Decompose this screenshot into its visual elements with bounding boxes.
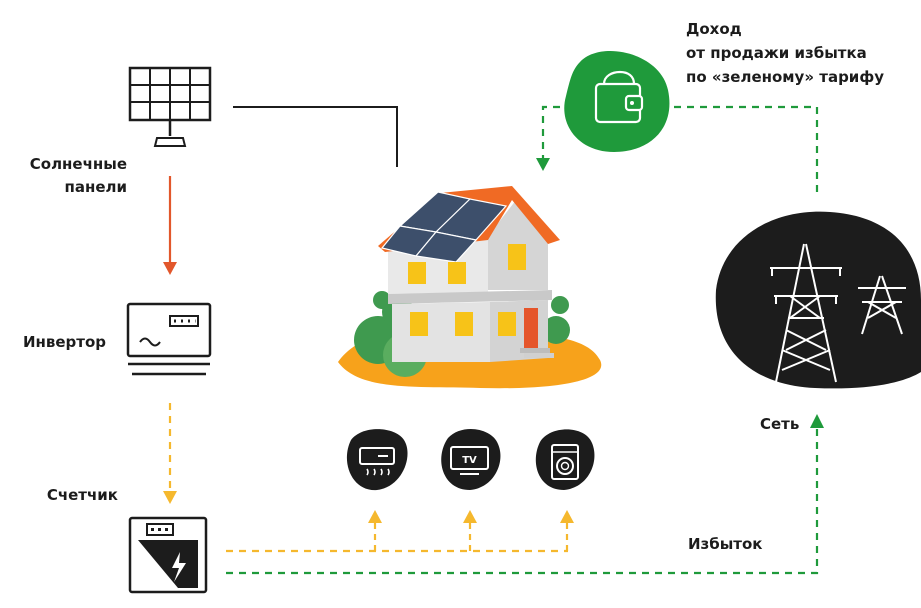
arrow-to-ac [368,510,382,523]
window [410,312,428,336]
solar-to-inverter-arrow [163,262,177,275]
arrow-to-tv [463,510,477,523]
tv-badge: TV [462,455,477,466]
arrow-to-washer [560,510,574,523]
inverter-icon [126,302,212,376]
grid-blob [715,211,921,389]
window [408,262,426,284]
solar-label-line1: Солнечные [30,155,127,173]
solar-panel-icon [128,66,212,147]
inverter-to-meter-arrow [163,491,177,504]
appliance-tv: TV [441,429,501,490]
income-label-line3: по «зеленому» тарифу [686,68,884,86]
grid-label: Сеть [760,415,799,433]
income-to-house-line [541,105,573,158]
roof-solar-panels [380,191,508,263]
grid-to-income-line [648,105,819,192]
door [524,308,538,348]
surplus-to-grid-arrow [810,414,824,428]
window [455,312,473,336]
solar-to-house-line [233,106,398,167]
window [508,244,526,270]
wallet-icon [594,70,644,124]
bush-right [542,316,570,344]
appliance-washer [535,429,595,490]
tv-icon: TV [450,446,489,475]
window [498,312,516,336]
washing-machine-icon [551,444,579,480]
connectors [163,105,824,575]
appliance-ac [346,429,408,491]
surplus-label: Избыток [688,535,763,553]
house-illustration [338,186,602,389]
solar-label-line2: панели [64,178,127,196]
window [448,262,466,284]
electricity-meter-icon [128,516,208,594]
air-conditioner-icon [359,447,395,476]
income-blob [564,51,670,152]
power-tower-icon [770,243,906,383]
inverter-label: Инвертор [23,333,106,351]
income-to-house-arrow [536,158,550,171]
income-label-line1: Доход [686,20,742,38]
income-label-line2: от продажи избытка [686,44,867,62]
surplus-to-grid-line [226,428,819,575]
meter-label: Счетчик [47,486,118,504]
